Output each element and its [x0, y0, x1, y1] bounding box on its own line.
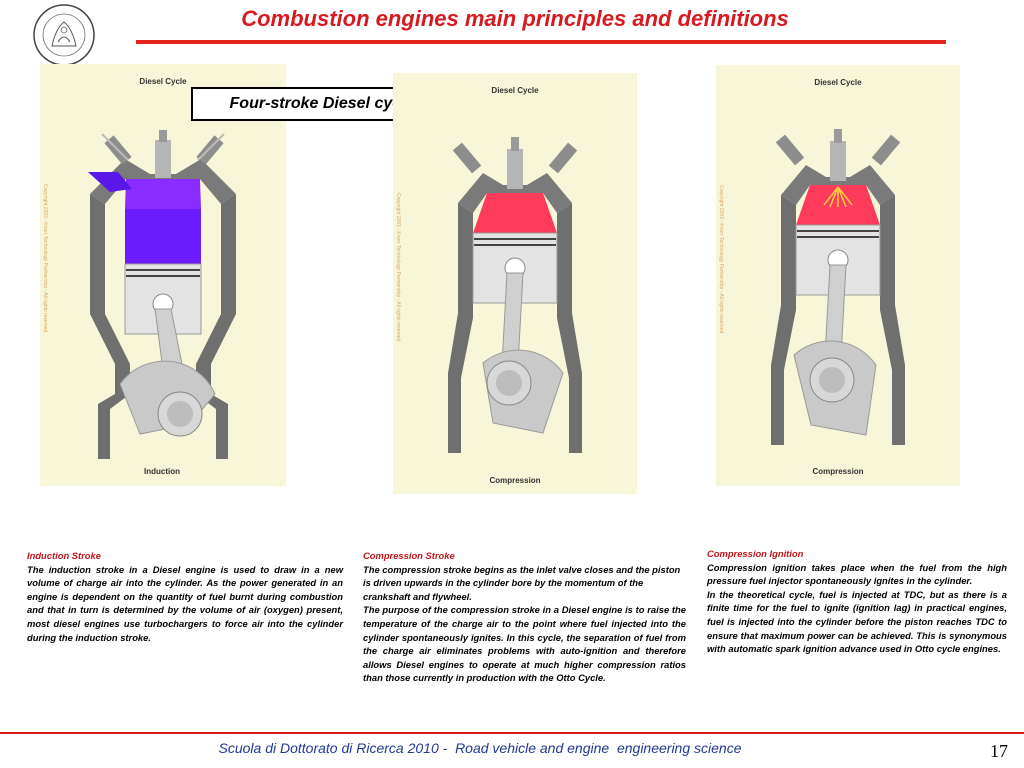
engine-diagram-ignition: [771, 129, 905, 445]
text-column-ignition: Compression Ignition Compression ignitio…: [707, 547, 1007, 656]
panel-caption: Compression: [812, 467, 864, 476]
page-number: 17: [990, 741, 1008, 761]
politecnico-logo: [33, 4, 95, 66]
panel-caption: Induction: [144, 467, 180, 476]
text-column-induction: Induction Stroke The induction stroke in…: [27, 549, 343, 644]
column-paragraph: The compression stroke begins as the inl…: [363, 563, 681, 602]
diagram-panel-ignition: Diesel Cycle Compression Copyright 2003 …: [716, 65, 960, 486]
copyright-note: Copyright 2003 - Knorr Technology Partne…: [718, 185, 724, 334]
title-underline: [136, 40, 946, 44]
column-paragraph: The induction stroke in a Diesel engine …: [27, 563, 343, 643]
copyright-note: Copyright 2003 - Knorr Technology Partne…: [42, 184, 48, 333]
text-column-compression: Compression Stroke The compression strok…: [363, 549, 686, 685]
panel-heading: Diesel Cycle: [814, 78, 862, 87]
column-paragraph: The purpose of the compression stroke in…: [363, 604, 686, 684]
panel-caption: Compression: [489, 476, 541, 485]
engine-diagram-induction: [88, 130, 236, 459]
column-paragraph: Compression ignition takes place when th…: [707, 561, 1007, 587]
column-heading: Induction Stroke: [27, 550, 101, 561]
engine-diagram-compression: [448, 137, 582, 453]
column-heading: Compression Stroke: [363, 550, 455, 561]
column-heading: Compression Ignition: [707, 548, 804, 559]
panel-heading: Diesel Cycle: [491, 86, 539, 95]
diagram-panel-compression: Diesel Cycle Compression Copyright 2003 …: [393, 73, 637, 494]
footer-rule: [0, 732, 1024, 734]
diagram-panel-induction: Diesel Cycle Induction Copyright 2003 - …: [40, 64, 286, 486]
copyright-note: Copyright 2003 - Knorr Technology Partne…: [395, 193, 401, 342]
slide-title: Combustion engines main principles and d…: [241, 6, 789, 31]
column-paragraph: In the theoretical cycle, fuel is inject…: [707, 588, 1007, 655]
panel-heading: Diesel Cycle: [139, 77, 187, 86]
footer-text: Scuola di Dottorato di Ricerca 2010 - Ro…: [218, 740, 742, 756]
